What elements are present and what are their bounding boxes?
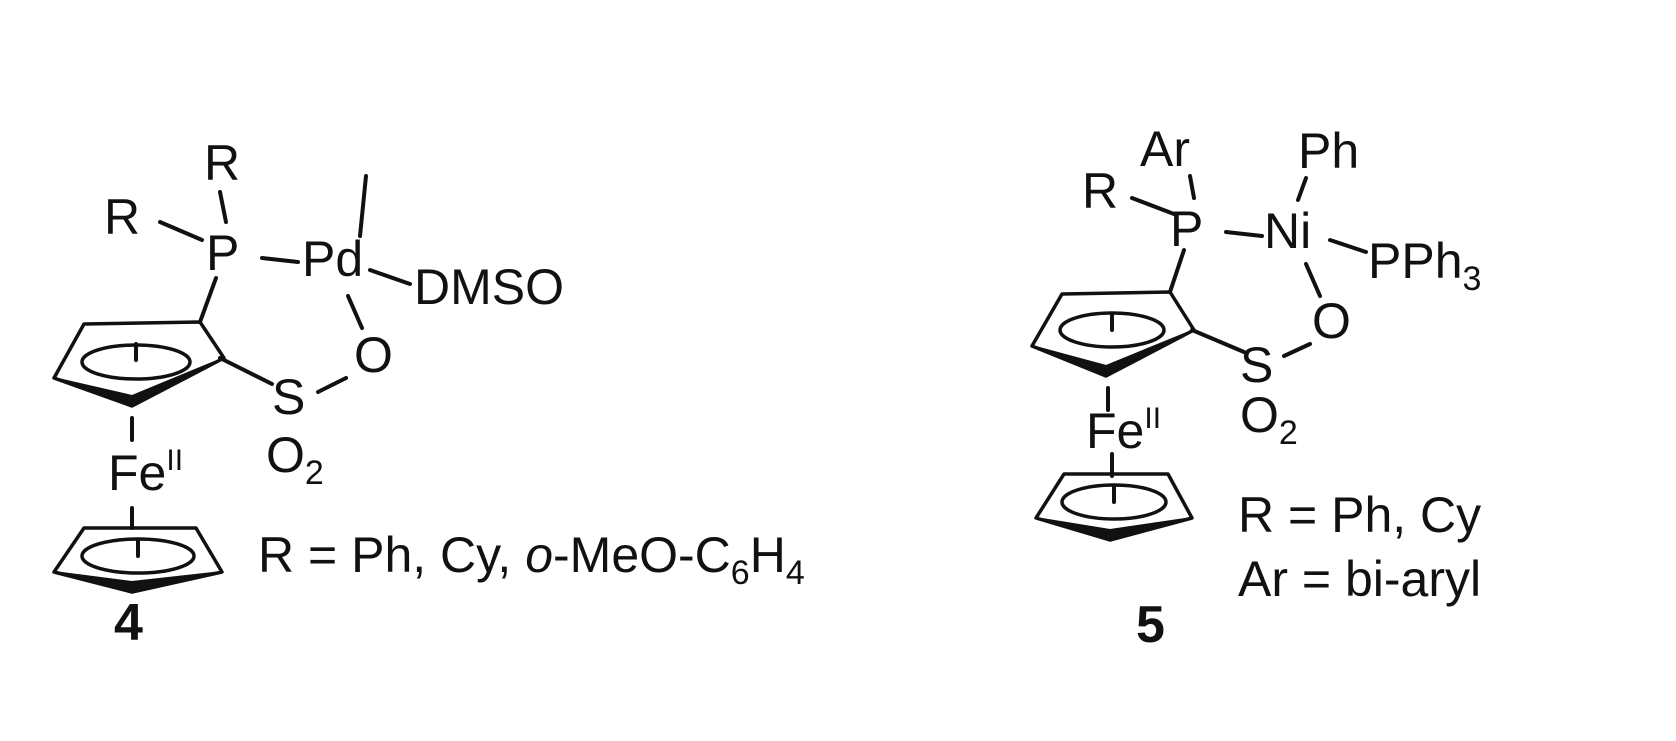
bond-p-cp	[1168, 248, 1186, 294]
atom-oxygen: O	[354, 327, 393, 383]
atom-dmso: DMSO	[414, 259, 564, 315]
bond-r-left-p	[158, 220, 204, 242]
atom-sulfur: S	[1240, 337, 1273, 393]
atom-r-top: R	[204, 135, 240, 191]
bond-pd-o	[346, 294, 364, 330]
atom-iron: FeII	[1086, 402, 1161, 459]
bond-ni-pph3	[1328, 238, 1368, 254]
substituent-legend-r: R = Ph, Cy	[1238, 487, 1481, 543]
bond-p-cp	[198, 276, 218, 324]
sulfonyl-dioxygen: O2	[266, 427, 324, 492]
substituent-legend-ar: Ar = bi-aryl	[1238, 551, 1481, 607]
compound-5: Ar R P Ni Ph PPh3 O S O2 FeII R = Ph, Cy…	[1030, 121, 1481, 654]
cyclopentadienyl-ring-upper	[1030, 290, 1196, 378]
bond-cp-s	[1190, 328, 1246, 354]
atom-nickel: Ni	[1264, 203, 1311, 259]
bond-pd-methyl	[358, 174, 368, 238]
compound-4: R R P Pd DMSO O S O2 FeII R = Ph, Cy, o-…	[52, 135, 805, 652]
sulfonyl-dioxygen: O2	[1240, 387, 1298, 452]
bond-o-s	[316, 376, 348, 394]
bond-ar-p	[1188, 174, 1196, 200]
bond-pd-dmso	[368, 268, 412, 286]
bond-ni-o	[1304, 262, 1322, 298]
substituent-legend: R = Ph, Cy, o-MeO-C6H4	[258, 527, 805, 592]
atom-r-left: R	[1082, 163, 1118, 219]
compound-number: 5	[1136, 596, 1165, 654]
cyclopentadienyl-ring-upper	[52, 320, 226, 408]
bond-p-pd	[260, 256, 300, 264]
atom-aryl: Ar	[1140, 121, 1190, 177]
compound-number: 4	[114, 594, 143, 652]
cyclopentadienyl-ring-lower	[1034, 472, 1194, 542]
bond-o-s	[1282, 342, 1312, 358]
atom-phenyl: Ph	[1298, 123, 1359, 179]
atom-triphenylphosphine: PPh3	[1368, 233, 1481, 298]
atom-phosphorus: P	[1170, 201, 1203, 257]
bond-r-top-p	[218, 190, 228, 224]
bond-ni-ph	[1296, 176, 1308, 202]
atom-palladium: Pd	[302, 231, 363, 287]
atom-sulfur: S	[272, 369, 305, 425]
bond-r-p	[1130, 196, 1176, 216]
bond-cp-s	[218, 356, 274, 386]
atom-r-left: R	[104, 189, 140, 245]
atom-phosphorus: P	[206, 225, 239, 281]
cyclopentadienyl-ring-lower	[52, 526, 224, 594]
atom-iron: FeII	[108, 444, 183, 501]
atom-oxygen: O	[1312, 293, 1351, 349]
bond-p-ni	[1224, 230, 1264, 238]
